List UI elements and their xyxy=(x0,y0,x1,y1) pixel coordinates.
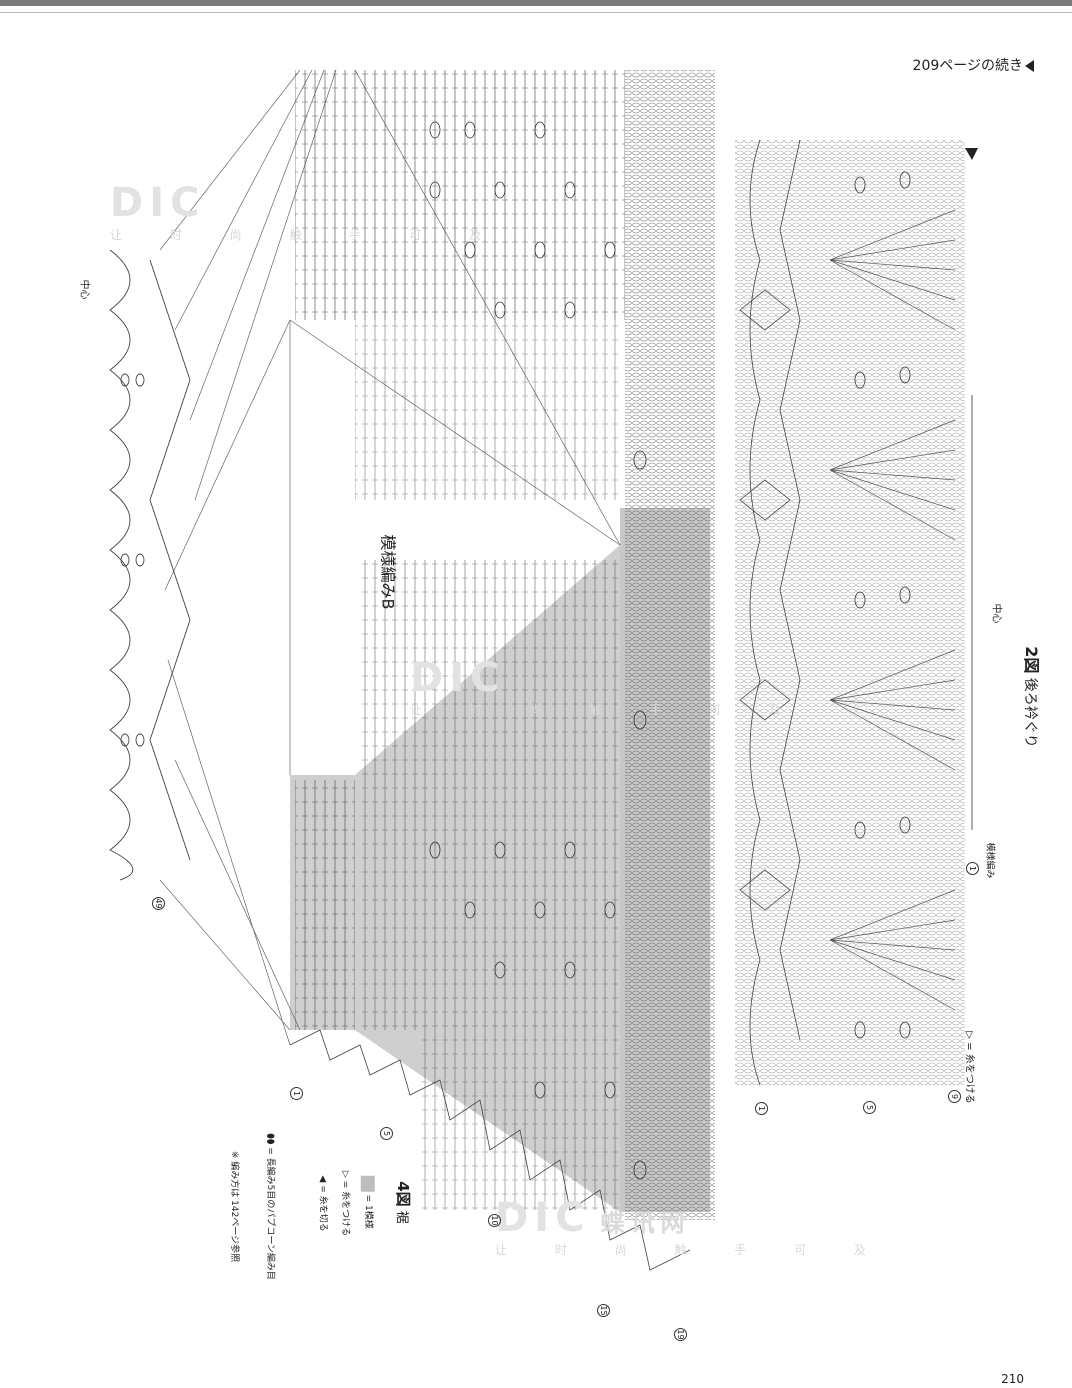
page-number: 210 xyxy=(1001,1372,1024,1386)
popcorn-stitches-fig4 xyxy=(429,121,647,1180)
figure2-chart xyxy=(735,139,978,1086)
top-thin-rule xyxy=(0,12,1072,13)
figure4-center-label: 中心 xyxy=(78,279,90,300)
scallop-edging xyxy=(109,249,191,881)
row-marker: 49 xyxy=(152,897,165,910)
row-marker: 1 xyxy=(966,862,979,875)
lower-edge-triangles xyxy=(289,1029,691,1271)
popcorn-stitch-icon: ⬮⬮ xyxy=(264,1133,275,1145)
figure4-title: 4図 裾 xyxy=(393,1181,412,1224)
top-rule xyxy=(0,0,1072,6)
row-marker: 1 xyxy=(755,1102,768,1115)
figure2-legend: ▷ = 糸をつける xyxy=(963,1031,975,1104)
row-marker: 15 xyxy=(597,1304,610,1317)
figure2-pattern-label: 模様編み xyxy=(984,842,995,879)
figure2-center-label: 中心 xyxy=(990,603,1002,624)
legend-note: ※ 編み方は 142ページ参照 xyxy=(229,1150,240,1263)
continued-from-label: 209ページの続き xyxy=(913,55,1034,75)
row-marker: 5 xyxy=(380,1127,393,1140)
arrow-left-icon xyxy=(1025,60,1034,72)
stitch-columns-fig4 xyxy=(295,70,715,1220)
figure2-title: 2図 後ろ衿ぐり xyxy=(1021,646,1041,748)
row-marker: 9 xyxy=(948,1090,961,1103)
legend-attach: ▷ = 糸をつける xyxy=(340,1170,351,1237)
row-marker: 5 xyxy=(863,1101,876,1114)
row-marker: 10 xyxy=(488,1214,501,1227)
legend-cut: ◀ = 糸を切る xyxy=(317,1175,328,1232)
legend-popcorn: ⬮⬮ = 長編み5目のパプコーン編み目 xyxy=(264,1133,275,1280)
legend-shaded: = 1模様 xyxy=(361,1175,376,1229)
row-marker: 19 xyxy=(674,1328,687,1341)
shaded-swatch-icon xyxy=(361,1175,376,1192)
pattern-b-label: 模様編みB xyxy=(378,534,398,610)
row-marker: 1 xyxy=(290,1087,303,1100)
